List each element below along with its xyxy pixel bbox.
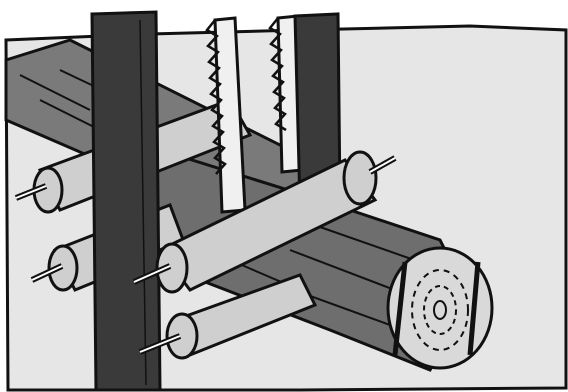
left-post: [92, 12, 160, 390]
log-end-grain: [388, 248, 492, 368]
